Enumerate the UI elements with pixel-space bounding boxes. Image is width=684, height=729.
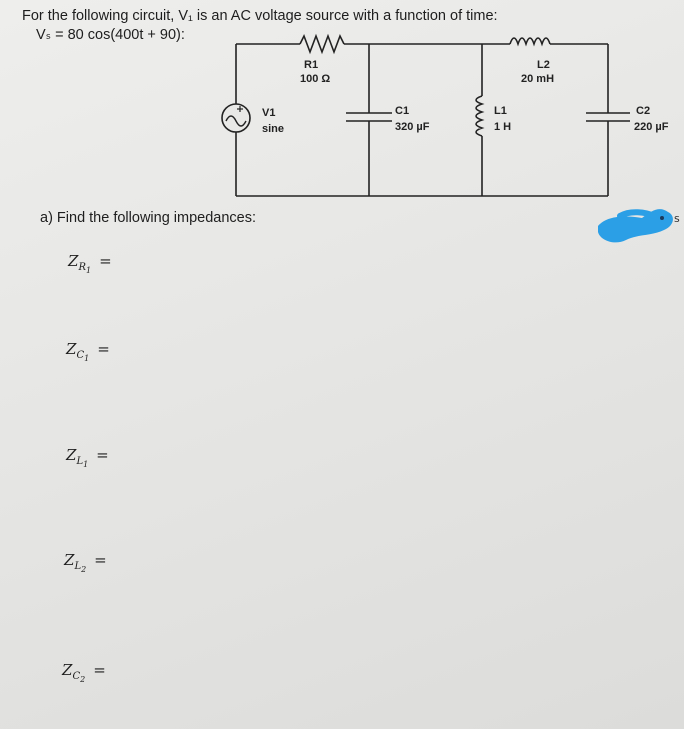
- equals-sign: =: [99, 252, 112, 270]
- v1-type-label: sine: [262, 123, 284, 135]
- v1-name-label: V1: [262, 107, 275, 119]
- impedance-zl1: ZL1=: [66, 446, 109, 469]
- problem-line-1: For the following circuit, V₁ is an AC v…: [22, 8, 498, 24]
- ac-source-symbol: [221, 103, 251, 133]
- svg-text:s: s: [674, 212, 680, 225]
- impedance-zl2: ZL2=: [64, 551, 107, 574]
- equals-sign: =: [97, 340, 110, 358]
- c1-value-label: 320 µF: [395, 121, 430, 133]
- impedance-symbol: Z: [66, 446, 77, 464]
- impedance-zc1: ZC1=: [66, 340, 110, 363]
- c2-name-label: C2: [636, 105, 650, 117]
- highlighter-scribble: s: [598, 209, 680, 243]
- equals-sign: =: [94, 551, 107, 569]
- impedance-symbol: Z: [62, 661, 73, 679]
- impedance-symbol: Z: [68, 252, 79, 270]
- equals-sign: =: [93, 661, 106, 679]
- problem-line-2: Vₛ = 80 cos(400t + 90):: [36, 27, 185, 43]
- equals-sign: =: [96, 446, 109, 464]
- impedance-symbol: Z: [66, 340, 77, 358]
- inductor-l1-symbol: [475, 95, 485, 137]
- inductor-l2-symbol: [509, 37, 551, 47]
- l2-name-label: L2: [537, 59, 550, 71]
- impedance-zr1: ZR1=: [68, 252, 112, 275]
- impedance-zc2: ZC2=: [62, 661, 106, 684]
- l2-value-label: 20 mH: [521, 73, 554, 85]
- l1-value-label: 1 H: [494, 121, 511, 133]
- part-a-heading: a) Find the following impedances:: [40, 210, 257, 226]
- resistor-r1-symbol: [299, 33, 345, 55]
- r1-value-label: 100 Ω: [300, 73, 330, 85]
- c2-value-label: 220 µF: [634, 121, 669, 133]
- c1-name-label: C1: [395, 105, 409, 117]
- l1-name-label: L1: [494, 105, 507, 117]
- r1-name-label: R1: [304, 59, 318, 71]
- impedance-symbol: Z: [64, 551, 75, 569]
